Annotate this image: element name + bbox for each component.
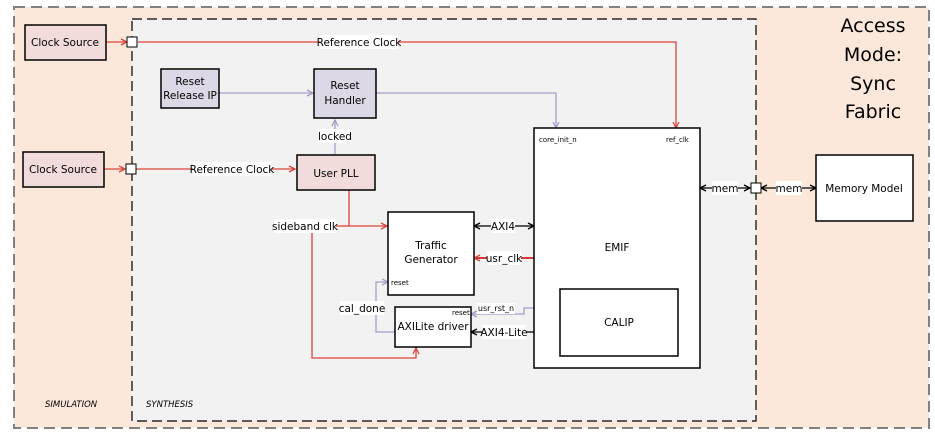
reset-handler-block[interactable]: Reset Handler (313, 68, 377, 119)
user-pll-label: User PLL (313, 168, 358, 180)
locked-text: locked (318, 131, 352, 143)
reset-release-ip-label-1: Reset (175, 76, 204, 88)
port-clock-pll[interactable] (125, 163, 137, 175)
signal-mem-left: mem (712, 181, 739, 195)
signal-axi4: AXI4 (491, 219, 515, 233)
access-mode-line-3: Sync (850, 73, 896, 95)
clock-source-2-block[interactable]: Clock Source (22, 151, 105, 188)
calip-block[interactable]: CALIP (559, 288, 679, 357)
signal-locked: locked (318, 129, 352, 143)
signal-cal-done: cal_done (339, 301, 386, 315)
axi4-lite-text: AXI4-Lite (480, 327, 527, 339)
emif-label: EMIF (605, 242, 630, 254)
memory-model-block[interactable]: Memory Model (815, 154, 914, 222)
axilite-driver-block[interactable]: AXILite driver reset (394, 306, 472, 348)
reset-release-ip-block[interactable]: Reset Release IP (160, 68, 220, 109)
wire-core-init-n (376, 92, 556, 128)
wire-reference-clock-top (138, 41, 676, 128)
tg-reset-port-label: reset (391, 279, 409, 287)
signal-reference-clock-pll: Reference Clock (190, 162, 276, 176)
access-mode-line-1: Access (840, 15, 905, 37)
usr-rst-n-text: usr_rst_n (478, 304, 514, 313)
cal-done-text: cal_done (339, 303, 386, 315)
reference-clock-top-text: Reference Clock (317, 37, 403, 49)
traffic-generator-block[interactable]: Traffic Generator reset (387, 211, 475, 296)
ref-clk-port-label: ref_clk (666, 136, 690, 144)
access-mode-line-2: Mode: (844, 44, 902, 66)
usr-clk-text: usr_clk (486, 253, 523, 265)
wire-sideband-clk-axil (311, 233, 416, 359)
reset-handler-label-2: Handler (324, 95, 366, 107)
reset-release-ip-label-2: Release IP (163, 90, 217, 102)
calip-label: CALIP (604, 317, 634, 329)
reference-clock-pll-text: Reference Clock (190, 164, 276, 176)
signal-usr-rst-n: usr_rst_n (477, 303, 515, 314)
user-pll-block[interactable]: User PLL (296, 154, 376, 191)
sideband-clk-text: sideband clk (272, 221, 339, 233)
access-mode-line-4: Fabric (845, 101, 901, 123)
port-mem[interactable] (750, 182, 762, 194)
access-mode-label: Access Mode: Sync Fabric (840, 15, 905, 123)
signal-mem-right: mem (776, 181, 803, 195)
simulation-label: SIMULATION (45, 400, 98, 410)
reset-handler-label-1: Reset (330, 80, 359, 92)
traffic-generator-label-1: Traffic (414, 240, 447, 252)
memory-model-label: Memory Model (825, 183, 903, 195)
axi4-text: AXI4 (491, 221, 515, 233)
signal-reference-clock-top: Reference Clock (317, 35, 403, 49)
core-init-n-port-label: core_init_n (539, 136, 577, 144)
port-clock-top[interactable] (126, 36, 138, 48)
axilite-driver-label: AXILite driver (397, 321, 469, 333)
clock-source-1-label: Clock Source (31, 37, 99, 49)
signal-usr-clk: usr_clk (486, 251, 523, 265)
clock-source-2-label: Clock Source (29, 164, 97, 176)
mem-right-text: mem (776, 183, 803, 195)
traffic-generator-label-2: Generator (404, 254, 458, 266)
axil-reset-port-label: reset (452, 309, 470, 317)
mem-left-text: mem (712, 183, 739, 195)
synthesis-label: SYNTHESIS (146, 400, 194, 410)
signal-sideband-clk: sideband clk (272, 219, 339, 233)
clock-source-1-block[interactable]: Clock Source (24, 24, 107, 61)
signal-axi4-lite: AXI4-Lite (480, 325, 528, 339)
